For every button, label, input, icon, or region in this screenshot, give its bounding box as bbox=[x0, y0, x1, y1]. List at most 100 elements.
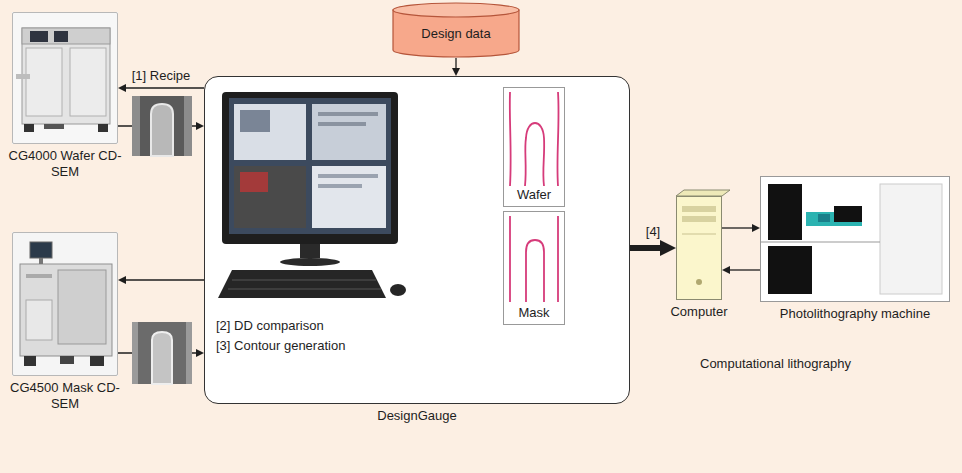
workstation-illustration bbox=[312, 166, 386, 228]
wafer-cd-sem-photo bbox=[22, 28, 110, 124]
node-label: DesignGauge bbox=[347, 408, 487, 424]
annotation-text: [3] Contour generation bbox=[216, 338, 358, 354]
wafer-sem-image bbox=[132, 96, 192, 156]
photolithography-machine-illustration bbox=[880, 184, 942, 294]
photolithography-machine-illustration bbox=[760, 176, 950, 302]
edge-label: [4] bbox=[644, 224, 662, 240]
computer-box: Computer bbox=[676, 196, 722, 300]
node-label: CG4500 Mask CD-SEM bbox=[6, 380, 124, 413]
wafer-cd-sem-photo bbox=[24, 124, 34, 132]
machine-box: Photolithography machine bbox=[760, 176, 950, 302]
mask-cd-sem-photo bbox=[24, 356, 36, 366]
contour-pane: Mask bbox=[503, 211, 565, 325]
workstation-illustration bbox=[228, 289, 381, 290]
equipment-photo: CG4000 Wafer CD-SEM bbox=[12, 12, 118, 144]
wafer-contour bbox=[509, 92, 512, 186]
workstation-illustration bbox=[240, 110, 270, 132]
workstation-illustration bbox=[232, 280, 376, 281]
flow-arrow bbox=[126, 87, 204, 88]
wafer-contour bbox=[510, 92, 559, 186]
cylinder-top bbox=[393, 3, 519, 17]
wafer-contour bbox=[525, 123, 544, 186]
wafer-cd-sem-photo bbox=[44, 124, 64, 129]
mask-sem-image bbox=[152, 332, 172, 384]
wafer-cd-sem-photo bbox=[16, 74, 30, 79]
mask-sem-image bbox=[186, 322, 192, 384]
workstation-illustration bbox=[234, 104, 306, 160]
computer-tower bbox=[682, 234, 716, 235]
annotation-text: [2] DD comparison bbox=[216, 318, 324, 334]
mask-contour bbox=[509, 216, 511, 302]
wafer-sem-image bbox=[151, 104, 173, 156]
mask-cd-sem-photo bbox=[26, 274, 52, 278]
workstation-illustration bbox=[222, 92, 398, 244]
wafer-sem-image bbox=[184, 96, 192, 156]
flow-arrow bbox=[455, 58, 456, 68]
photo-frame-fill bbox=[12, 232, 118, 376]
mask-cd-sem-photo bbox=[90, 356, 104, 366]
wafer-sem-image bbox=[132, 96, 192, 156]
thick-arrow bbox=[630, 245, 660, 251]
wafer-cd-sem-photo bbox=[16, 28, 110, 132]
workstation-illustration bbox=[312, 104, 386, 160]
equipment-photo: CG4500 Mask CD-SEM bbox=[12, 232, 118, 376]
software-panel: DesignGaugeWaferMask bbox=[204, 76, 630, 404]
flow-arrow bbox=[730, 269, 760, 270]
wafer-cd-sem-photo bbox=[22, 28, 110, 44]
photolithography-machine-illustration bbox=[834, 206, 862, 222]
mask-sem-image bbox=[132, 322, 192, 384]
flow-arrow bbox=[722, 227, 752, 228]
node-label: CG4000 Wafer CD-SEM bbox=[6, 148, 124, 181]
computer-tower bbox=[676, 196, 722, 300]
mask-contour bbox=[510, 216, 558, 302]
flow-arrow bbox=[126, 279, 204, 280]
workstation-illustration bbox=[280, 258, 340, 266]
computer-tower bbox=[682, 216, 716, 222]
photo-frame-fill bbox=[12, 12, 118, 376]
photolithography-machine-illustration bbox=[760, 242, 880, 243]
designgauge-panel-fill bbox=[205, 77, 629, 403]
mask-contour bbox=[557, 216, 559, 302]
workstation-illustration bbox=[318, 174, 378, 178]
wafer-sem-image bbox=[132, 96, 140, 156]
wafer-cd-sem-photo bbox=[26, 48, 62, 116]
mask-contour bbox=[526, 240, 544, 302]
workstation-illustration bbox=[318, 184, 362, 188]
annotation-text: Computational lithography bbox=[700, 356, 851, 372]
mask-cd-sem-photo bbox=[26, 300, 52, 340]
contour-pane: Wafer bbox=[503, 87, 565, 207]
workstation-illustration bbox=[234, 166, 306, 228]
node-label: Mask bbox=[518, 305, 549, 321]
node-label: Design data bbox=[421, 26, 490, 42]
edge-label: [1] Recipe bbox=[130, 68, 193, 84]
mask-sem-image bbox=[132, 322, 138, 384]
workstation-illustration bbox=[218, 92, 406, 298]
photo-frame-fill bbox=[12, 12, 118, 144]
wafer-cd-sem-photo bbox=[98, 124, 108, 132]
designgauge-panel-fill bbox=[205, 77, 629, 403]
wafer-cd-sem-photo bbox=[30, 31, 48, 42]
workstation-illustration bbox=[390, 284, 406, 296]
photolithography-machine-illustration bbox=[768, 246, 812, 294]
node-label: Wafer bbox=[517, 187, 551, 203]
workstation-illustration bbox=[318, 122, 366, 126]
mask-cd-sem-photo bbox=[39, 258, 43, 264]
wafer-cd-sem-photo bbox=[70, 48, 106, 116]
mask-cd-sem-photo bbox=[58, 270, 106, 344]
workstation-illustration bbox=[218, 270, 386, 298]
wafer-cd-sem-photo bbox=[54, 31, 68, 42]
workstation-illustration bbox=[300, 244, 320, 258]
mask-cd-sem-photo bbox=[60, 356, 74, 364]
computer-tower bbox=[682, 206, 716, 212]
database-cylinder: Design data bbox=[392, 2, 520, 58]
photolithography-machine-illustration bbox=[768, 184, 802, 240]
mask-cd-sem-photo bbox=[20, 242, 112, 366]
workstation-illustration bbox=[229, 98, 391, 234]
mask-cd-sem-photo bbox=[20, 264, 112, 356]
workstation-illustration bbox=[240, 172, 268, 192]
mask-cd-sem-photo bbox=[30, 242, 52, 258]
computer-tower bbox=[696, 279, 702, 285]
photolithography-machine-illustration bbox=[818, 214, 830, 222]
